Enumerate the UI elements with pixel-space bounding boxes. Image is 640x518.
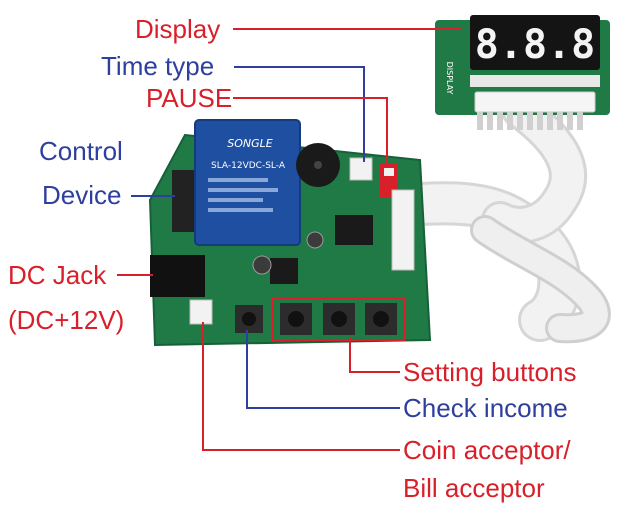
display-digits: 8.8.8 — [475, 22, 595, 68]
relay: SONGLE SLA-12VDC-SL-A — [194, 119, 301, 246]
pause-leader — [233, 97, 388, 168]
relay-brand: SONGLE — [227, 137, 273, 150]
time-type-leader — [234, 66, 365, 162]
label-time-type: Time type — [101, 51, 215, 81]
label-control: Control — [39, 136, 123, 166]
label-dc-jack: DC Jack — [8, 260, 107, 290]
coin-connector — [189, 299, 213, 325]
display-module: 8.8.8 DISPLAY — [435, 15, 610, 130]
control-terminal — [172, 170, 194, 232]
setting-button — [280, 303, 312, 335]
label-setting-buttons: Setting buttons — [403, 357, 577, 387]
capacitor — [306, 231, 324, 249]
ic-chip — [335, 215, 373, 245]
label-display: Display — [135, 14, 221, 44]
ribbon-connector — [391, 189, 415, 271]
capacitor — [252, 255, 272, 275]
label-device: Device — [42, 180, 122, 210]
setting-leader — [349, 338, 400, 373]
check-income-button — [235, 305, 263, 333]
coin-leader — [202, 322, 400, 451]
setting-buttons-outline — [272, 297, 405, 341]
leader-lines — [117, 28, 462, 451]
label-pause: PAUSE — [146, 83, 233, 113]
main-pcb: SONGLE SLA-12VDC-SL-A — [148, 119, 432, 347]
setting-button — [323, 303, 355, 335]
label-coin-acceptor: Coin acceptor/ — [403, 435, 571, 465]
relay-model: SLA-12VDC-SL-A — [211, 161, 286, 171]
check-income-leader — [246, 330, 400, 409]
label-dc-voltage: (DC+12V) — [8, 305, 125, 335]
ribbon-cable — [383, 91, 611, 344]
label-check-income: Check income — [403, 393, 568, 423]
mcu-chip — [270, 258, 298, 284]
setting-button — [365, 303, 397, 335]
dc-jack — [150, 255, 205, 297]
time-type-connector — [349, 157, 373, 181]
display-connector-pins — [477, 112, 583, 130]
display-side-label: DISPLAY — [445, 62, 454, 95]
label-bill-acceptor: Bill acceptor — [403, 473, 545, 503]
